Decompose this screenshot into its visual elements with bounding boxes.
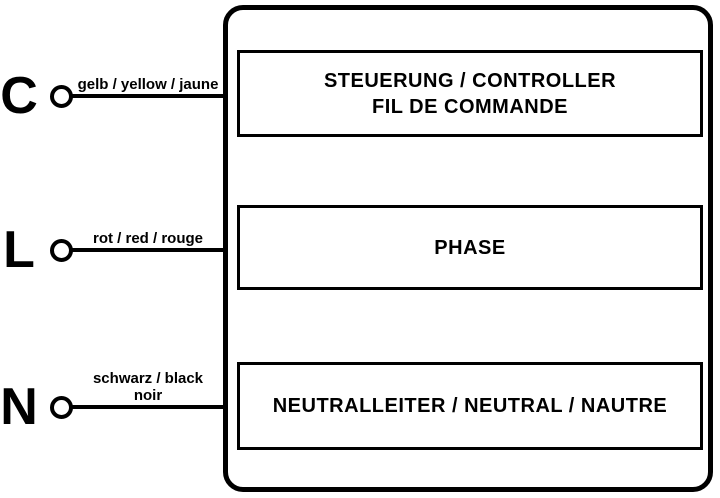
controller-box: STEUERUNG / CONTROLLER FIL DE COMMANDE (237, 50, 703, 137)
terminal-n-wire (72, 405, 225, 409)
wire-label-line: rot / red / rouge (92, 230, 203, 247)
box-label-line: FIL DE COMMANDE (371, 95, 568, 118)
terminal-n-wire-label: schwarz / black noir (72, 370, 224, 404)
terminal-letter-c: C (0, 67, 38, 125)
terminal-l-connector-icon (50, 239, 73, 262)
wire-label-line: gelb / yellow / jaune (77, 76, 219, 93)
terminal-c-connector-icon (50, 85, 73, 108)
terminal-c-wire-label: gelb / yellow / jaune (72, 76, 224, 93)
box-label-line: NEUTRALLEITER / NEUTRAL / NAUTRE (272, 395, 668, 417)
box-label-line: PHASE (434, 236, 506, 259)
wire-label-line: noir (133, 387, 163, 404)
terminal-n-connector-icon (50, 396, 73, 419)
neutral-box: NEUTRALLEITER / NEUTRAL / NAUTRE (237, 362, 703, 450)
terminal-l-wire (72, 248, 225, 252)
wire-label-line: schwarz / black (92, 370, 204, 387)
terminal-c-wire (72, 94, 225, 98)
terminal-letter-l: L (3, 221, 35, 279)
terminal-letter-n: N (0, 378, 38, 436)
terminal-l-wire-label: rot / red / rouge (72, 230, 224, 247)
box-label-line: STEUERUNG / CONTROLLER (323, 69, 617, 92)
phase-box: PHASE (237, 205, 703, 290)
